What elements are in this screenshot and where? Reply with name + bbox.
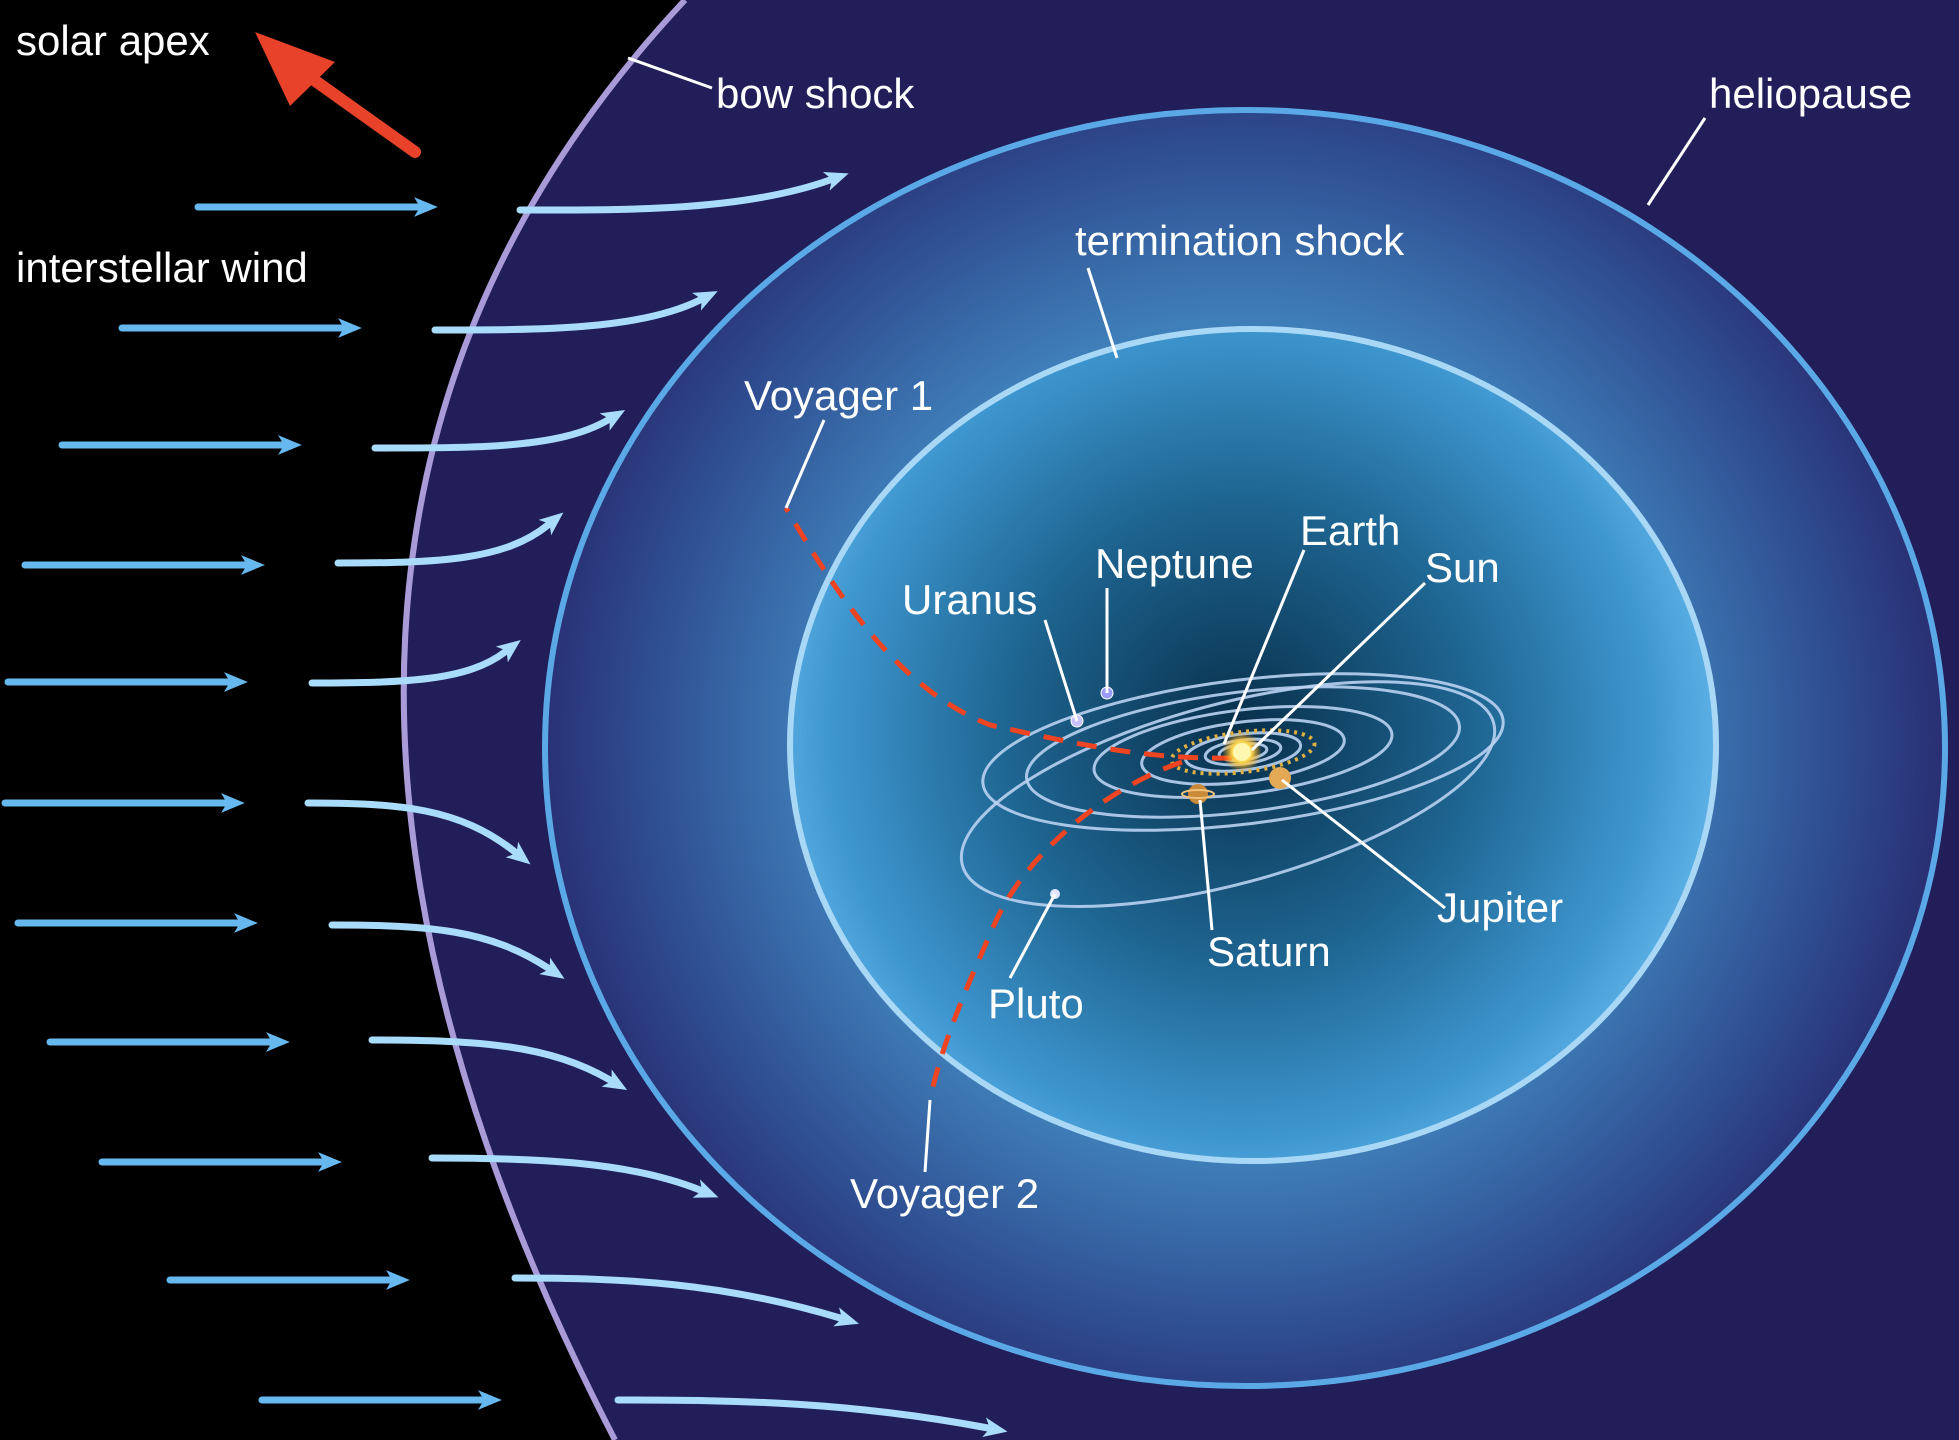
voyager-1-trajectory xyxy=(783,506,1233,761)
neptune-label: Neptune xyxy=(1095,540,1254,587)
uranus-label: Uranus xyxy=(902,576,1037,623)
sun-label: Sun xyxy=(1425,544,1500,591)
saturn-label: Saturn xyxy=(1207,928,1331,975)
termination-shock-label: termination shock xyxy=(1075,217,1405,264)
leader-lines xyxy=(627,56,1707,1173)
bow-shock-line xyxy=(400,0,688,1440)
voyager-2-label: Voyager 2 xyxy=(850,1170,1039,1217)
earth-label: Earth xyxy=(1300,507,1400,554)
interstellar-wind-arrows xyxy=(1,197,502,1410)
bow-shock-label: bow shock xyxy=(716,70,915,117)
interstellar-wind-label: interstellar wind xyxy=(16,244,308,291)
planetary-orbits xyxy=(959,672,1505,908)
deflected-wind-arrows xyxy=(304,171,1008,1438)
heliopause-label: heliopause xyxy=(1709,70,1912,117)
voyager-trajectories xyxy=(783,506,1233,1101)
saturn-icon xyxy=(1188,784,1208,804)
voyager-1-label: Voyager 1 xyxy=(744,372,933,419)
pluto-label: Pluto xyxy=(988,980,1084,1027)
voyager-2-trajectory xyxy=(927,759,1183,1101)
solar-apex-arrow xyxy=(255,32,421,158)
jupiter-label: Jupiter xyxy=(1437,884,1563,931)
solar-apex-label: solar apex xyxy=(16,17,210,64)
